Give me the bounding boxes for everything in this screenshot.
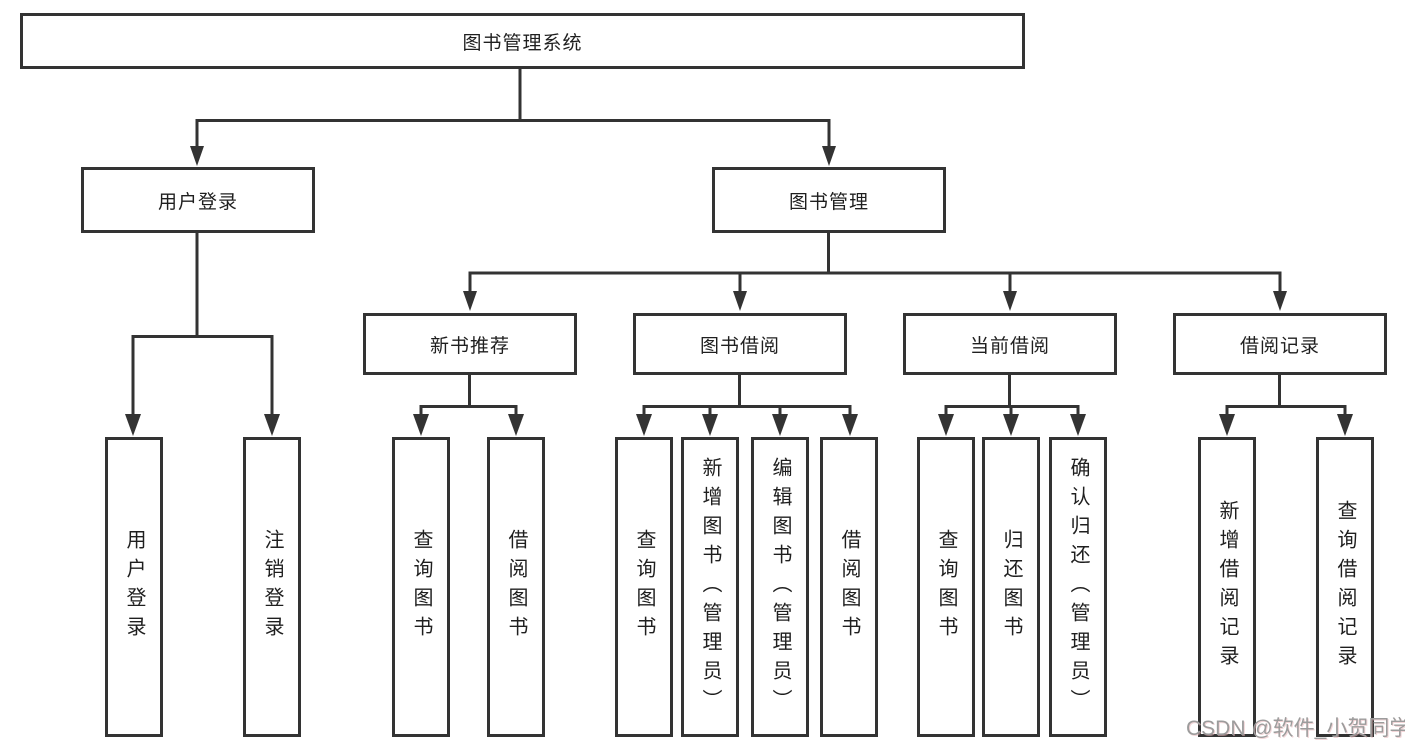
leaf-borrowing-edit-books-admin: 编辑图书（管理员） <box>751 437 809 737</box>
leaf-records-query-record-label: 查询借阅记录 <box>1334 500 1356 674</box>
node-root-label: 图书管理系统 <box>462 32 583 54</box>
connector-book-borrowing-children <box>636 375 858 436</box>
leaf-borrowing-borrow-books: 借阅图书 <box>820 437 878 737</box>
leaf-newbook-query-books-label: 查询图书 <box>410 529 432 645</box>
node-new-book-recommend: 新书推荐 <box>363 313 577 375</box>
leaf-borrowing-edit-books-admin-label: 编辑图书（管理员） <box>769 456 791 718</box>
node-book-management-label: 图书管理 <box>788 191 869 213</box>
node-current-borrowing-label: 当前借阅 <box>969 335 1050 357</box>
node-book-borrowing: 图书借阅 <box>633 313 847 375</box>
leaf-logout-label: 注销登录 <box>261 529 283 645</box>
leaf-user-login: 用户登录 <box>105 437 163 737</box>
leaf-borrowing-query-books-label: 查询图书 <box>633 529 655 645</box>
connector-root-to-level1 <box>190 69 836 166</box>
node-current-borrowing: 当前借阅 <box>903 313 1117 375</box>
connector-book-management-children <box>463 233 1287 311</box>
node-book-management: 图书管理 <box>712 167 946 233</box>
leaf-current-return-books: 归还图书 <box>982 437 1040 737</box>
node-root: 图书管理系统 <box>20 13 1025 69</box>
leaf-records-add-record: 新增借阅记录 <box>1198 437 1256 737</box>
leaf-current-query-books-label: 查询图书 <box>935 529 957 645</box>
leaf-current-confirm-return-admin: 确认归还（管理员） <box>1049 437 1107 737</box>
leaf-borrowing-add-books-admin: 新增图书（管理员） <box>681 437 739 737</box>
leaf-user-login-label: 用户登录 <box>123 529 145 645</box>
leaf-records-add-record-label: 新增借阅记录 <box>1216 500 1238 674</box>
leaf-borrowing-borrow-books-label: 借阅图书 <box>838 529 860 645</box>
connector-user-login-children <box>125 233 280 436</box>
leaf-newbook-query-books: 查询图书 <box>392 437 450 737</box>
leaf-newbook-borrow-books-label: 借阅图书 <box>505 529 527 645</box>
node-user-login-label: 用户登录 <box>157 191 238 213</box>
leaf-newbook-borrow-books: 借阅图书 <box>487 437 545 737</box>
node-book-borrowing-label: 图书借阅 <box>699 335 780 357</box>
node-user-login: 用户登录 <box>81 167 315 233</box>
leaf-current-confirm-return-admin-label: 确认归还（管理员） <box>1067 456 1089 718</box>
node-borrowing-records-label: 借阅记录 <box>1239 335 1320 357</box>
connector-new-book-children <box>413 375 524 436</box>
node-borrowing-records: 借阅记录 <box>1173 313 1387 375</box>
connector-current-borrowing-children <box>938 375 1086 436</box>
leaf-borrowing-add-books-admin-label: 新增图书（管理员） <box>699 456 721 718</box>
leaf-logout: 注销登录 <box>243 437 301 737</box>
connector-borrowing-records-children <box>1219 375 1353 436</box>
leaf-current-return-books-label: 归还图书 <box>1000 529 1022 645</box>
leaf-current-query-books: 查询图书 <box>917 437 975 737</box>
leaf-records-query-record: 查询借阅记录 <box>1316 437 1374 737</box>
leaf-borrowing-query-books: 查询图书 <box>615 437 673 737</box>
node-new-book-recommend-label: 新书推荐 <box>429 335 510 357</box>
csdn-watermark: CSDN @软件_小贺同学 <box>1186 717 1405 740</box>
